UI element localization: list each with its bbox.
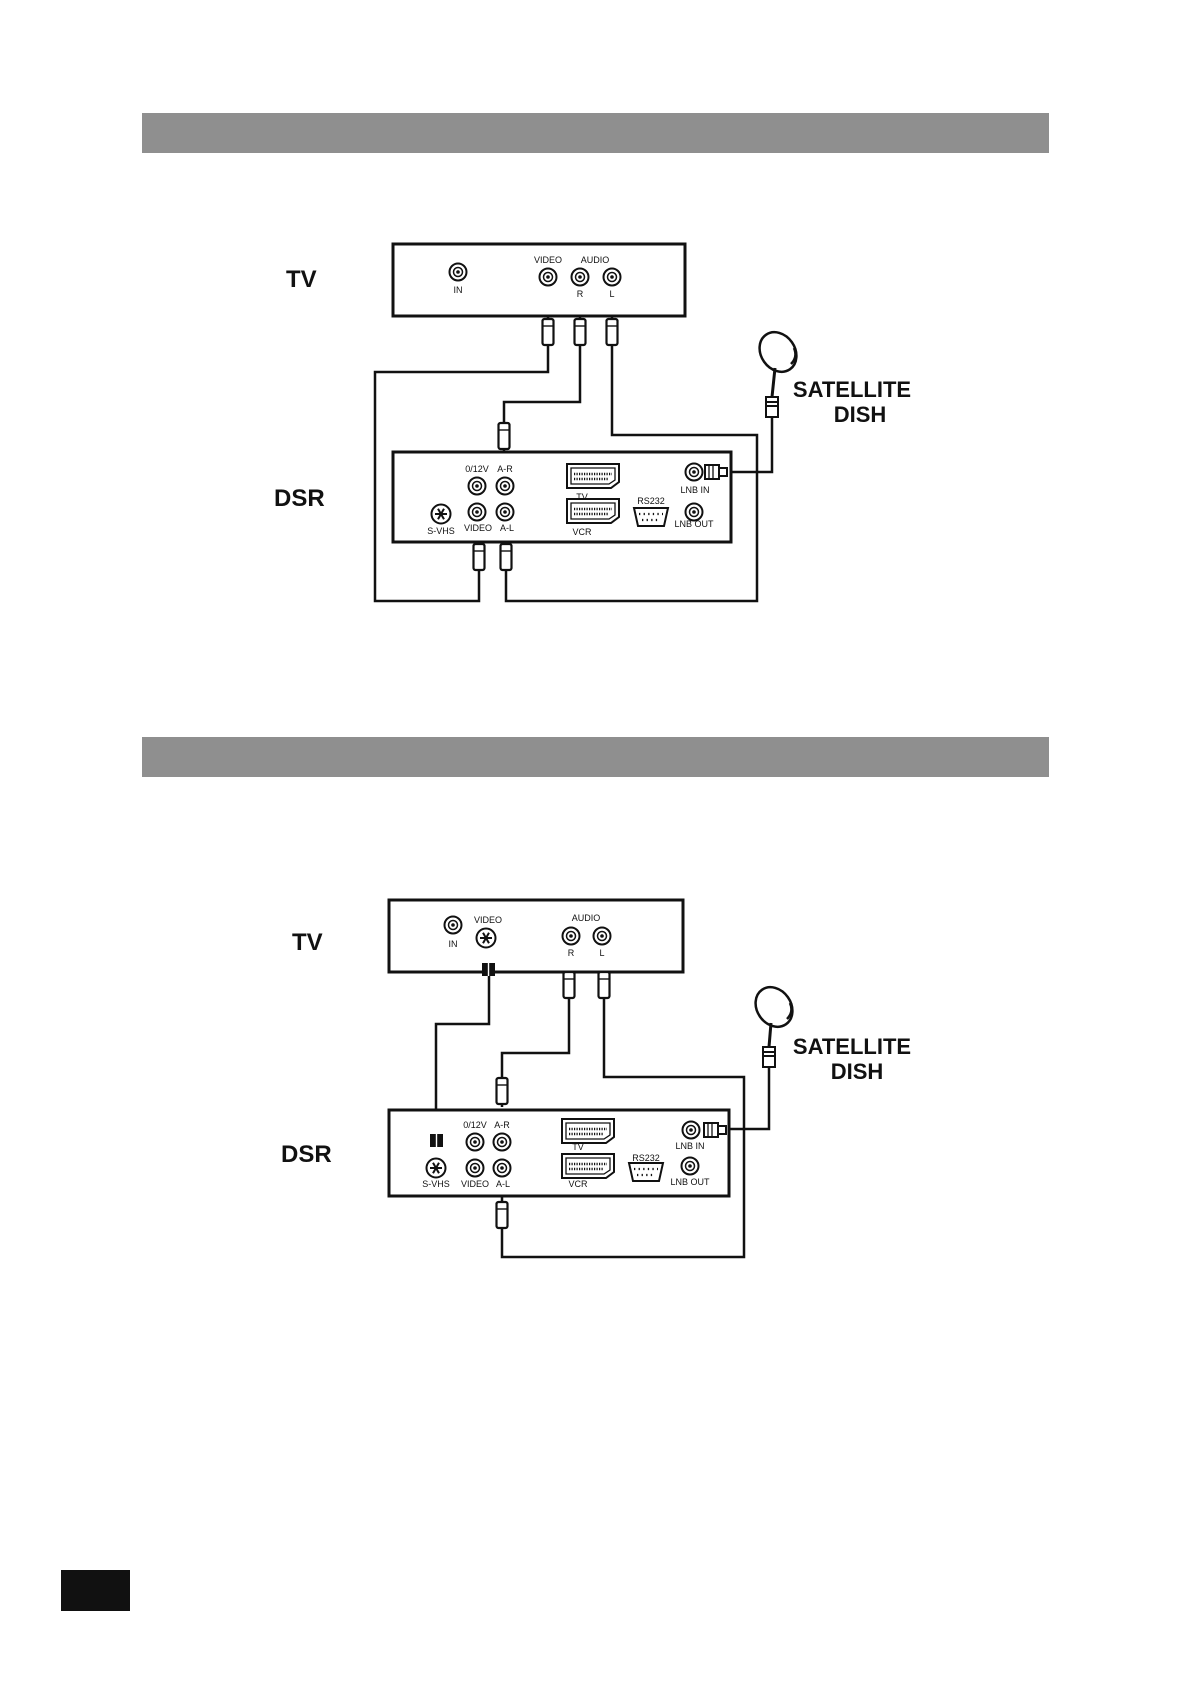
cable-audio-r bbox=[502, 972, 569, 1107]
tv-audio-r-label: R bbox=[577, 289, 584, 299]
dsr-video-label: VIDEO bbox=[464, 523, 492, 533]
section-header-bar-1 bbox=[142, 113, 1049, 153]
dsr-rs232-port bbox=[634, 508, 668, 526]
tv-audio-r-jack bbox=[572, 269, 589, 286]
dsr-audio-l-jack bbox=[497, 504, 514, 521]
tv-audio-r-label: R bbox=[568, 948, 575, 958]
tv-audio-r-jack bbox=[563, 928, 580, 945]
dsr-012v-jack bbox=[467, 1134, 484, 1151]
plug-svhs-tv bbox=[482, 963, 495, 976]
tv-audio-label: AUDIO bbox=[581, 255, 610, 265]
dsr-audio-l-jack bbox=[494, 1160, 511, 1177]
plug-tv-audio-l bbox=[599, 972, 610, 998]
satellite-dish-label-line1: SATELLITE bbox=[793, 377, 911, 402]
plug-dsr-audio-r bbox=[499, 423, 510, 449]
satellite-dish-label-line2: DISH bbox=[834, 402, 887, 427]
dsr-scart-vcr-label: VCR bbox=[568, 1179, 588, 1189]
dsr-rs232-label: RS232 bbox=[637, 496, 665, 506]
satellite-dish-label-line2: DISH bbox=[831, 1059, 884, 1084]
tv-box bbox=[389, 900, 683, 972]
tv-audio-label: AUDIO bbox=[572, 913, 601, 923]
plug-svhs-dsr bbox=[430, 1134, 443, 1147]
dsr-audio-r-jack bbox=[494, 1134, 511, 1151]
tv-rf-in-jack bbox=[445, 917, 462, 934]
dsr-scart-tv-connector bbox=[562, 1119, 614, 1143]
tv-audio-l-label: L bbox=[609, 289, 614, 299]
dsr-scart-tv-label: TV bbox=[572, 1142, 584, 1152]
dsr-scart-tv-connector bbox=[567, 464, 619, 488]
tv-video-jack bbox=[540, 269, 557, 286]
dsr-video-label: VIDEO bbox=[461, 1179, 489, 1189]
dsr-svhs-jack bbox=[427, 1159, 446, 1178]
dsr-scart-vcr-label: VCR bbox=[572, 527, 592, 537]
lnb-cable-connector bbox=[705, 465, 727, 479]
lnb-cable-connector bbox=[704, 1123, 726, 1137]
section-header-bar-2 bbox=[142, 737, 1049, 777]
plug-dsr-audio-l bbox=[497, 1202, 508, 1228]
tv-audio-l-jack bbox=[594, 928, 611, 945]
tv-label: TV bbox=[292, 929, 323, 956]
dsr-012v-label: 0/12V bbox=[463, 1120, 487, 1130]
plug-dsr-audio-r bbox=[497, 1078, 508, 1104]
dsr-lnb-out-jack bbox=[682, 1158, 699, 1175]
wiring-diagram-1: TV IN VIDEO AUDIO R L DSR 0/12V A-R S-VH… bbox=[0, 230, 1191, 610]
wiring-diagram-2: TV IN VIDEO AUDIO R L DSR 0/12V A-R S-VH… bbox=[0, 885, 1191, 1265]
dsr-rs232-label: RS232 bbox=[632, 1153, 660, 1163]
dsr-scart-vcr-connector bbox=[567, 499, 619, 523]
dsr-video-jack bbox=[467, 1160, 484, 1177]
tv-audio-l-label: L bbox=[599, 948, 604, 958]
dsr-012v-jack bbox=[469, 478, 486, 495]
dsr-al-label: A-L bbox=[496, 1179, 510, 1189]
plug-tv-video bbox=[543, 319, 554, 345]
tv-rf-in-jack bbox=[450, 264, 467, 281]
dsr-video-jack bbox=[469, 504, 486, 521]
dsr-svhs-jack bbox=[432, 505, 451, 524]
dsr-lnb-in-label: LNB IN bbox=[680, 485, 709, 495]
page-number-tab bbox=[61, 1570, 130, 1611]
tv-in-label: IN bbox=[449, 939, 458, 949]
tv-svhs-video-jack bbox=[477, 929, 496, 948]
tv-label: TV bbox=[286, 266, 317, 293]
dsr-012v-label: 0/12V bbox=[465, 464, 489, 474]
tv-in-label: IN bbox=[454, 285, 463, 295]
plug-tv-audio-r bbox=[575, 319, 586, 345]
dsr-lnb-out-label: LNB OUT bbox=[674, 519, 714, 529]
dsr-lnb-in-jack bbox=[683, 1122, 700, 1139]
plug-dsr-audio-l bbox=[501, 544, 512, 570]
dsr-lnb-out-jack bbox=[686, 504, 703, 521]
dsr-svhs-label: S-VHS bbox=[422, 1179, 450, 1189]
dsr-al-label: A-L bbox=[500, 523, 514, 533]
satellite-dish-label-line1: SATELLITE bbox=[793, 1034, 911, 1059]
dsr-lnb-in-label: LNB IN bbox=[675, 1141, 704, 1151]
dsr-lnb-out-label: LNB OUT bbox=[670, 1177, 710, 1187]
dsr-label: DSR bbox=[281, 1141, 332, 1168]
tv-audio-l-jack bbox=[604, 269, 621, 286]
dsr-scart-vcr-connector bbox=[562, 1154, 614, 1178]
plug-dsr-video bbox=[474, 544, 485, 570]
plug-tv-audio-l bbox=[607, 319, 618, 345]
satellite-dish-icon bbox=[752, 325, 804, 417]
dsr-rs232-port bbox=[629, 1163, 663, 1181]
plug-tv-audio-r bbox=[564, 972, 575, 998]
tv-video-label: VIDEO bbox=[474, 915, 502, 925]
tv-video-label: VIDEO bbox=[534, 255, 562, 265]
dsr-label: DSR bbox=[274, 485, 325, 512]
dsr-audio-r-jack bbox=[497, 478, 514, 495]
dsr-svhs-label: S-VHS bbox=[427, 526, 455, 536]
dsr-lnb-in-jack bbox=[686, 464, 703, 481]
dsr-ar-label: A-R bbox=[494, 1120, 510, 1130]
dsr-ar-label: A-R bbox=[497, 464, 513, 474]
